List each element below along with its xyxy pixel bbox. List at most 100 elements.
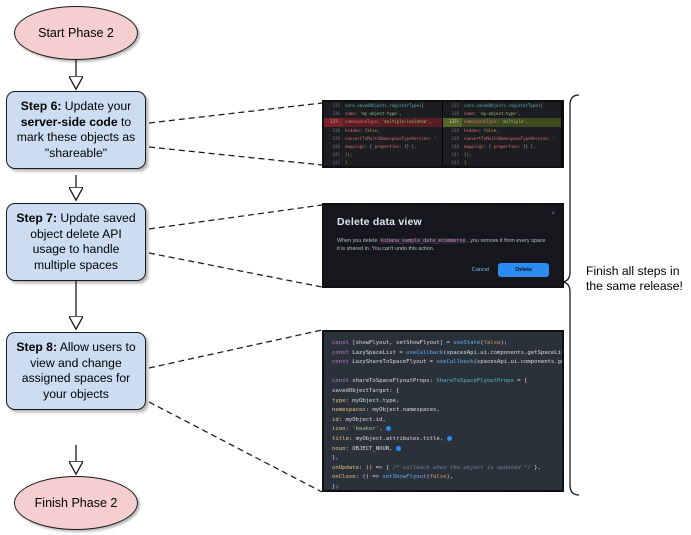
diff-line-code: name: 'my-object-type',	[464, 111, 521, 117]
diff-line-number: 142	[451, 160, 459, 166]
step-8-label: Step 8: Allow users to view and change a…	[12, 340, 140, 402]
diff-line-number: 141	[451, 152, 459, 158]
step-8-text: Allow users to view and change assigned …	[21, 340, 136, 401]
diff-line-number: 139	[451, 135, 459, 141]
code-line: const [showFlyout, setShowFlyout] = useS…	[332, 340, 508, 346]
code-line: id: myObject.id,	[332, 416, 386, 423]
start-terminator: Start Phase 2	[14, 6, 138, 60]
step-7-label: Step 7: Update saved object delete API u…	[12, 211, 140, 273]
delete-data-view-modal-screenshot: × Delete data view When you delete kiban…	[322, 203, 564, 288]
diff-line: 142}	[443, 159, 561, 166]
release-annotation: Finish all steps in the same release!	[586, 264, 683, 293]
registerType-diff-screenshot: 135 core.savedObjects.registerType({ 136 n…	[322, 100, 564, 168]
diff-line-number: 137-	[324, 118, 343, 127]
step-7-text: Update saved object delete API usage to …	[30, 211, 136, 272]
diff-line: 135 core.savedObjects.registerType({	[324, 102, 442, 110]
diff-line-number: 135	[451, 103, 459, 108]
diff-line-number: 136	[332, 111, 340, 117]
step-6-number: Step 6:	[20, 99, 62, 113]
finish-label: Finish Phase 2	[34, 496, 118, 510]
modal-body: When you delete kibana_sample_data_ecomm…	[337, 237, 549, 253]
diff-line-code: }	[464, 160, 467, 166]
code-line: const shareToSpaceFlyoutProps: ShareToSp…	[332, 378, 528, 385]
diff-line-number: 140	[332, 143, 340, 149]
modal-object-name: kibana_sample_data_ecommerce	[378, 238, 468, 244]
diff-line: 139 convertToMultiNamespaceTypeVersion: …	[443, 135, 561, 143]
finish-terminator: Finish Phase 2	[14, 476, 138, 530]
code-line	[332, 368, 562, 378]
modal-dialog: × Delete data view When you delete kiban…	[324, 205, 562, 286]
step-8-number: Step 8:	[16, 340, 58, 354]
diff-line-number: 138	[451, 127, 459, 133]
diff-line: 136 name: 'my-object-type',	[443, 110, 561, 118]
diff-line: 141});	[443, 151, 561, 159]
diff-line: 140 mappings: { properties: {} },	[443, 143, 561, 151]
diff-line-code: hidden: false,	[345, 127, 380, 133]
diff-line-number: 138	[332, 127, 340, 133]
diff-line-code: core.savedObjects.registerType({	[345, 103, 424, 108]
diff-line-code: }	[345, 160, 348, 166]
diff-line-code: mappings: { properties: {} },	[345, 143, 417, 149]
code-line: onUpdate: () => { /* callback when the o…	[332, 464, 541, 471]
step-7-number: Step 7:	[16, 211, 58, 225]
step-6-label: Step 6: Update your server-side code to …	[12, 99, 140, 161]
diff-line-code: name: 'my-object-type',	[345, 111, 402, 117]
close-icon[interactable]: ×	[551, 211, 555, 217]
diff-line-code: hidden: false,	[464, 127, 499, 133]
code-line: },	[332, 455, 339, 462]
diff-line-number: 135	[332, 103, 340, 108]
diff-line-number: 141	[332, 152, 340, 158]
diff-line-number: 137+	[443, 118, 462, 127]
diff-line-code: });	[345, 152, 353, 158]
diff-line: 137- namespaceType: 'multiple-isolated',	[324, 118, 442, 127]
diff-view: 135 core.savedObjects.registerType({ 136 n…	[324, 102, 562, 166]
delete-button[interactable]: Delete	[498, 263, 549, 277]
step-6-text-b: to mark these objects as "shareable"	[16, 114, 136, 160]
step-7-box: Step 7: Update saved object delete API u…	[6, 203, 146, 281]
diff-line-code: namespaceType: 'multiple-isolated',	[345, 119, 432, 125]
code-line: savedObjectTarget: {	[332, 387, 400, 394]
code-line: icon: 'beaker',	[332, 425, 562, 435]
modal-body-post: , you remove it from every space it is s…	[337, 238, 546, 252]
diff-line-code: convertToMultiNamespaceTypeVersion: '	[345, 135, 437, 141]
diff-line: 138 hidden: false,	[443, 127, 561, 135]
diff-line-code: namespaceType: 'multiple',	[464, 119, 529, 125]
diff-line-number: 142	[332, 160, 340, 166]
modal-title: Delete data view	[337, 216, 422, 228]
code-line: namespaces: myObject.namespaces,	[332, 407, 440, 414]
code-line: const LazySpaceList = useCallback(spaces…	[332, 349, 562, 356]
step-6-box: Step 6: Update your server-side code to …	[6, 91, 146, 169]
diff-line-code: mappings: { properties: {} },	[464, 143, 536, 149]
diff-line-number: 139	[332, 135, 340, 141]
diff-line: 137+ namespaceType: 'multiple',	[443, 118, 561, 127]
diff-line: 138 hidden: false,	[324, 127, 442, 135]
diff-pane-after: 135 core.savedObjects.registerType({ 136 n…	[443, 102, 562, 166]
diff-line: 135 core.savedObjects.registerType({	[443, 102, 561, 110]
code-line: title: myObject.attributes.title,	[332, 435, 562, 445]
diff-line-number: 136	[451, 111, 459, 117]
code-line: };	[332, 483, 339, 490]
diff-line: 141});	[324, 151, 442, 159]
code-line: noun: OBJECT_NOUN,	[332, 445, 562, 455]
cancel-button[interactable]: Cancel	[471, 267, 490, 273]
code-block: const [showFlyout, setShowFlyout] = useS…	[324, 332, 562, 490]
code-line: const LazyShareToSpaceFlyout = useCallba…	[332, 359, 562, 366]
diff-line-number: 140	[451, 143, 459, 149]
diff-line: 139 convertToMultiNamespaceTypeVersion: …	[324, 135, 442, 143]
diff-line: 136 name: 'my-object-type',	[324, 110, 442, 118]
diff-line-code: core.savedObjects.registerType({	[464, 103, 543, 108]
modal-actions: Cancel Delete	[472, 263, 549, 277]
diff-line: 140 mappings: { properties: {} },	[324, 143, 442, 151]
diff-pane-before: 135 core.savedObjects.registerType({ 136 n…	[324, 102, 443, 166]
share-to-space-flyout-code-screenshot: const [showFlyout, setShowFlyout] = useS…	[322, 330, 564, 492]
diff-line-code: convertToMultiNamespaceTypeVersion: '	[464, 135, 556, 141]
code-line: type: myObject.type,	[332, 397, 400, 404]
modal-body-pre: When you delete	[337, 238, 378, 244]
diff-line: 142}	[324, 159, 442, 166]
step-6-text-a: Update your	[61, 99, 132, 113]
step-6-emphasis: server-side code	[20, 114, 118, 129]
diff-line-code: });	[464, 152, 472, 158]
start-label: Start Phase 2	[38, 26, 114, 40]
step-8-box: Step 8: Allow users to view and change a…	[6, 332, 146, 410]
